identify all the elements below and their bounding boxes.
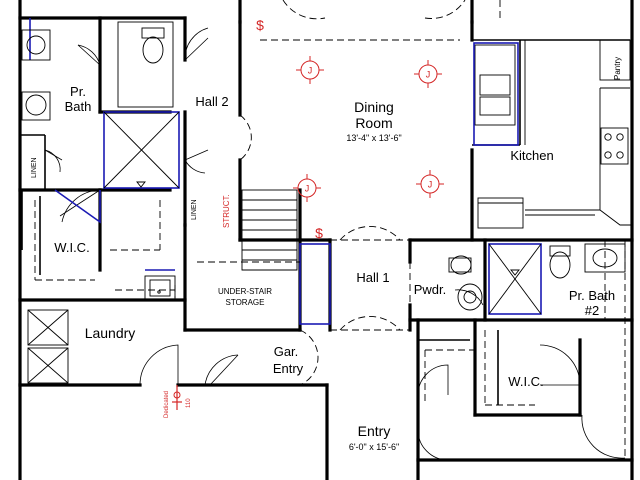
switch-hall-1: $	[315, 225, 323, 241]
outlet-110-label: 110	[186, 398, 192, 408]
under-stair-label-line1: UNDER-STAIR	[218, 287, 272, 296]
washer-dryer	[27, 309, 69, 384]
ceiling-fixture-4-label: J	[428, 180, 433, 190]
entry-dimensions: 6'-0" x 15'-6"	[349, 442, 399, 452]
ceiling-fixture-4: J	[416, 170, 444, 198]
entry-label: Entry	[358, 423, 391, 439]
ceiling-fixture-1-label: J	[308, 66, 313, 76]
dining-label-line1: Dining	[354, 99, 394, 115]
room-labels: Pr. Bath Hall 2 Dining Room 13'-4" x 13'…	[31, 57, 622, 452]
blue-fixtures	[29, 18, 542, 325]
linen-left-label: LINEN	[31, 157, 38, 178]
ceiling-fixture-2-label: J	[426, 70, 431, 80]
openings	[34, 0, 626, 460]
ceiling-fixture-3-label: J	[305, 184, 310, 194]
ceiling-fixture-2: J	[414, 60, 442, 88]
pantry-label: Pantry	[613, 57, 622, 80]
plumbing-fixtures	[21, 21, 626, 311]
dedicated-label: Dedicated	[164, 391, 170, 418]
gar-entry-label-line1: Gar.	[274, 344, 299, 359]
stairs	[197, 189, 300, 271]
hall-1-label: Hall 1	[356, 270, 389, 285]
pr-bath-1-label-line1: Pr.	[70, 84, 86, 99]
ceiling-fixture-1: J	[296, 56, 324, 84]
laundry-label: Laundry	[85, 325, 136, 341]
gar-entry-label-line2: Entry	[273, 361, 304, 376]
dedicated-outlet: Dedicated 110	[164, 385, 192, 418]
powder-label: Pwdr.	[414, 282, 447, 297]
wic-right-label: W.I.C.	[508, 374, 543, 389]
linen-mid-label: LINEN	[191, 199, 198, 220]
shower-pans	[103, 111, 542, 315]
dining-dimensions: 13'-4" x 13'-6"	[346, 133, 401, 143]
walls	[18, 0, 634, 480]
hall-2-label: Hall 2	[195, 94, 228, 109]
struct-label: STRUCT.	[222, 194, 231, 228]
pr-bath-2-label-line2: #2	[585, 303, 599, 318]
pr-bath-1-label-line2: Bath	[65, 99, 92, 114]
ceiling-fixture-3: J	[293, 174, 321, 202]
switch-dining: $	[256, 17, 264, 33]
dining-label-line2: Room	[355, 115, 392, 131]
pr-bath-2-label-line1: Pr. Bath	[569, 288, 615, 303]
kitchen-label: Kitchen	[510, 148, 553, 163]
under-stair-label-line2: STORAGE	[226, 298, 265, 307]
doors	[44, 27, 626, 461]
kitchen-cabinets	[472, 39, 632, 229]
ceiling-fixtures: J J J J	[293, 56, 444, 202]
wic-left-label: W.I.C.	[54, 240, 89, 255]
switches: $ $	[256, 17, 323, 241]
